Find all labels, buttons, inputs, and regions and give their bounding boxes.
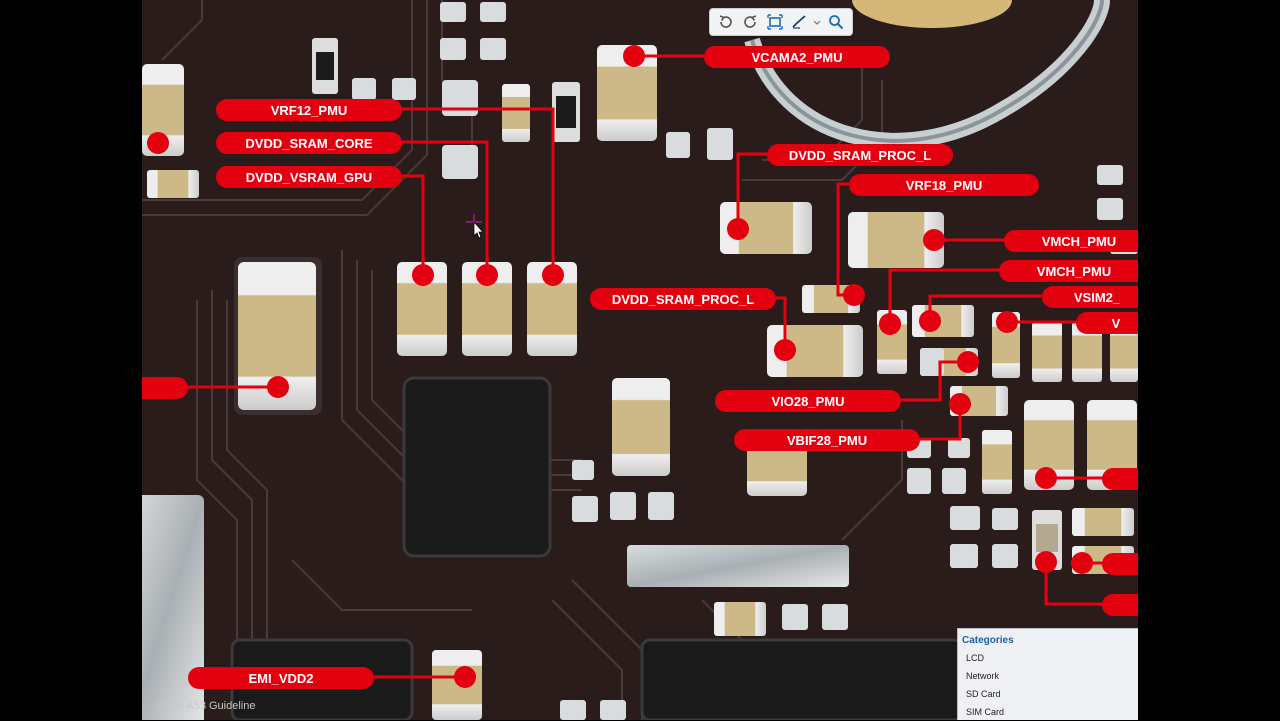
net-label-dvdd-sram-proc-l-top[interactable]: DVDD_SRAM_PROC_L: [767, 144, 953, 166]
net-label-v-partial[interactable]: V: [1076, 312, 1138, 334]
rotate-left-button[interactable]: [715, 11, 737, 33]
net-label-text: VSIM2_: [1074, 290, 1121, 305]
net-label-text: DVDD_VSRAM_GPU: [246, 170, 372, 185]
net-label-vmch-1[interactable]: VMCH_PMU: [1004, 230, 1138, 252]
net-label-pill: [999, 260, 1138, 282]
rotate-right-icon: [744, 15, 757, 28]
net-label-pill: [767, 144, 953, 166]
categories-panel: Categories LCD Network SD Card SIM Card: [957, 628, 1138, 720]
net-label-dvdd-vsram-gpu[interactable]: DVDD_VSRAM_GPU: [216, 166, 402, 188]
dropdown-arrow-icon: [814, 20, 821, 25]
net-label-pill: [1042, 286, 1138, 308]
net-label-text: VMCH_PMU: [1037, 264, 1111, 279]
net-label-vcama2[interactable]: VCAMA2_PMU: [704, 46, 890, 68]
net-label-pill: [216, 132, 402, 154]
net-label-pill: [1076, 312, 1138, 334]
net-label-pill: [216, 99, 402, 121]
categories-title: Categories: [962, 635, 1014, 646]
board-image: VCAMA2_PMU VRF12_PMU DVDD_SRAM_CORE DVDD_VS…: [142, 0, 1138, 720]
annotate-dropdown[interactable]: [812, 11, 822, 33]
net-label-text: EMI_VDD2: [248, 671, 313, 686]
net-label-vrf12[interactable]: VRF12_PMU: [216, 99, 402, 121]
net-label-vmch-2[interactable]: VMCH_PMU: [999, 260, 1138, 282]
net-label-pill: [849, 174, 1039, 196]
net-label-pill-partial: [1102, 594, 1138, 616]
rotate-right-button[interactable]: [739, 11, 761, 33]
annotate-icon: [792, 15, 806, 29]
zoom-button[interactable]: [825, 11, 847, 33]
watermark-text: Oppo A53 Guideline: [157, 700, 256, 712]
net-label-text: VMCH_PMU: [1042, 234, 1116, 249]
net-label-pill: [734, 429, 920, 451]
viewer-toolbar: [709, 8, 853, 36]
net-label-vsim2[interactable]: VSIM2_: [1042, 286, 1138, 308]
net-label-text: DVDD_SRAM_PROC_L: [789, 148, 931, 163]
crosshair-cursor-icon: [466, 214, 482, 238]
fit-screen-button[interactable]: [764, 11, 786, 33]
net-labels: VCAMA2_PMU VRF12_PMU DVDD_SRAM_CORE DVDD_VS…: [142, 46, 1138, 689]
net-label-dvdd-sram-core[interactable]: DVDD_SRAM_CORE: [216, 132, 402, 154]
zoom-icon: [828, 15, 844, 30]
net-label-text: VIO28_PMU: [772, 394, 845, 409]
net-label-text: DVDD_SRAM_PROC_L: [612, 292, 754, 307]
annotate-button[interactable]: [788, 11, 810, 33]
net-label-pill-partial: [1102, 553, 1138, 575]
net-label-vrf18[interactable]: VRF18_PMU: [849, 174, 1039, 196]
rotate-left-icon: [719, 15, 732, 28]
net-label-vbif28[interactable]: VBIF28_PMU: [734, 429, 920, 451]
net-label-pill: [715, 390, 901, 412]
net-label-pill: [188, 667, 374, 689]
net-label-pill: [704, 46, 890, 68]
net-label-text: VCAMA2_PMU: [751, 50, 842, 65]
category-item-lcd[interactable]: LCD: [966, 653, 985, 663]
net-label-emi-vdd2[interactable]: EMI_VDD2: [188, 667, 374, 689]
schematic-viewer[interactable]: VCAMA2_PMU VRF12_PMU DVDD_SRAM_CORE DVDD_VS…: [142, 0, 1138, 720]
net-label-pill-partial: [142, 377, 188, 399]
net-label-text: VRF18_PMU: [906, 178, 983, 193]
net-label-vio28[interactable]: VIO28_PMU: [715, 390, 901, 412]
net-label-dvdd-sram-proc-l-mid[interactable]: DVDD_SRAM_PROC_L: [590, 288, 776, 310]
category-item-sim-card[interactable]: SIM Card: [966, 707, 1005, 717]
net-label-pill: [216, 166, 402, 188]
net-label-text: DVDD_SRAM_CORE: [245, 136, 372, 151]
net-label-pill: [1004, 230, 1138, 252]
category-item-network[interactable]: Network: [966, 671, 1000, 681]
net-label-text: VRF12_PMU: [271, 103, 348, 118]
net-label-text: VBIF28_PMU: [787, 433, 867, 448]
net-label-pill-partial: [1102, 468, 1138, 490]
net-label-pill: [590, 288, 776, 310]
net-label-text: V: [1112, 316, 1121, 331]
category-item-sd-card[interactable]: SD Card: [966, 689, 1001, 699]
fit-screen-icon: [767, 14, 783, 30]
